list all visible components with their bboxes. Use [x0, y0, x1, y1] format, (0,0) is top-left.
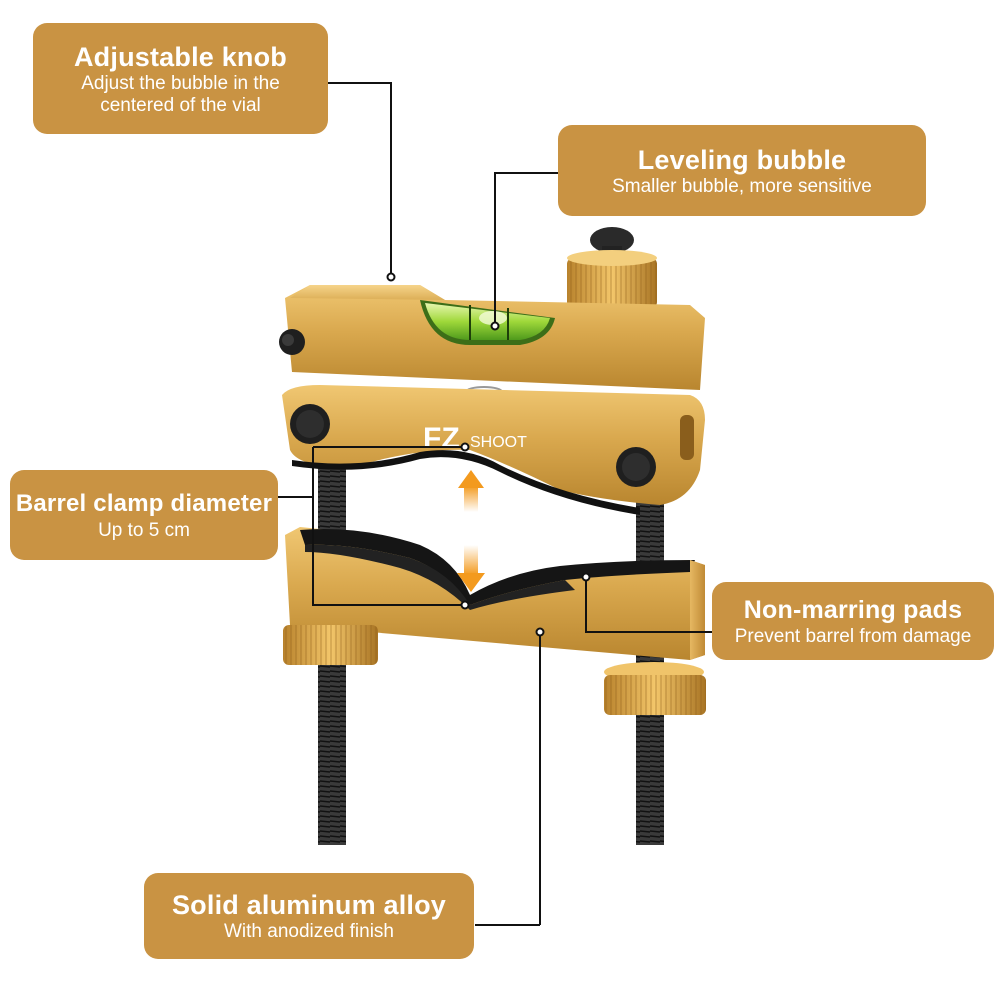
- brand-logo: FZ SHOOT: [423, 422, 527, 455]
- callout-title: Non-marring pads: [743, 596, 963, 624]
- callout-title: Leveling bubble: [637, 144, 847, 175]
- leader-lines: [278, 82, 712, 926]
- svg-text:FZ: FZ: [423, 422, 460, 455]
- callout-subtitle: centered of the vial: [100, 94, 261, 116]
- callout-subtitle: Adjust the bubble in the: [81, 72, 280, 94]
- callout-non-marring-pads: Non-marring pads Prevent barrel from dam…: [712, 582, 994, 660]
- leader-dots: [386, 272, 591, 637]
- clamp-close-arrow-icon: [457, 545, 485, 592]
- clamp-open-arrow-icon: [458, 470, 484, 512]
- callout-subtitle: Smaller bubble, more sensitive: [612, 175, 872, 197]
- top-thumb-knob: [567, 227, 657, 318]
- callout-subtitle: Prevent barrel from damage: [734, 626, 972, 647]
- bottom-left-thumb-knob: [283, 625, 378, 665]
- middle-clamp-block: [282, 385, 705, 515]
- lower-clamp-block: [285, 527, 705, 660]
- callout-adjustable-knob: Adjustable knob Adjust the bubble in the…: [33, 23, 328, 134]
- svg-text:SHOOT: SHOOT: [470, 434, 527, 451]
- callout-title: Barrel clamp diameter: [15, 490, 273, 517]
- upper-level-block: [279, 285, 705, 390]
- callout-barrel-clamp-diameter: Barrel clamp diameter Up to 5 cm: [10, 470, 278, 560]
- bottom-right-thumb-knob: [604, 662, 706, 715]
- callout-leveling-bubble: Leveling bubble Smaller bubble, more sen…: [558, 125, 926, 216]
- callout-subtitle: With anodized finish: [223, 921, 395, 942]
- callout-title: Solid aluminum alloy: [171, 890, 447, 920]
- callout-title: Adjustable knob: [73, 41, 287, 72]
- callout-subtitle: Up to 5 cm: [98, 520, 190, 541]
- callout-solid-aluminum-alloy: Solid aluminum alloy With anodized finis…: [144, 873, 474, 959]
